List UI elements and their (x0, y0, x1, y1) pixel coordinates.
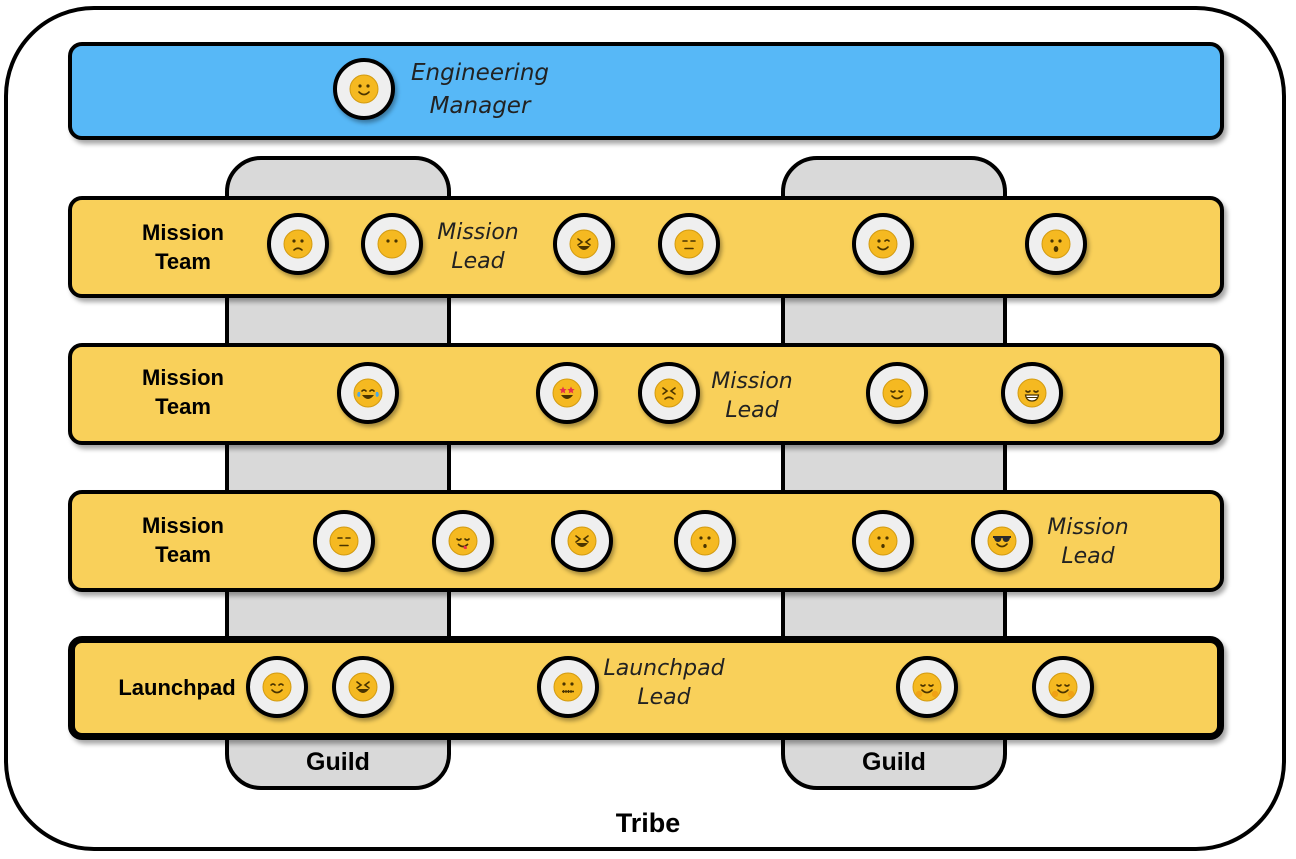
grin-face-icon (1017, 378, 1047, 408)
engineering-manager-band (68, 42, 1224, 140)
launchpad-lead-avatar (537, 656, 599, 718)
worried-face-icon (283, 229, 313, 259)
persevering-face-icon (654, 378, 684, 408)
squinting-face-icon (348, 672, 378, 702)
yum-face-icon (448, 526, 478, 556)
team-member-avatar (852, 213, 914, 275)
team-member-avatar (551, 510, 613, 572)
hugging-face-icon (912, 672, 942, 702)
team-member-avatar (674, 510, 736, 572)
laughing-face-icon (569, 229, 599, 259)
expressionless-face-icon (674, 229, 704, 259)
team-member-avatar (658, 213, 720, 275)
relieved-face-icon (262, 672, 292, 702)
sunglasses-face-icon (987, 526, 1017, 556)
tears-of-joy-face-icon (353, 378, 383, 408)
team-member-avatar (1032, 656, 1094, 718)
team-member-avatar (1025, 213, 1087, 275)
engineering-manager-label: Engineering Manager (411, 60, 549, 119)
team-member-avatar (337, 362, 399, 424)
team-member-avatar (432, 510, 494, 572)
guild-label-left: Guild (306, 748, 370, 776)
surprised-face-icon (1041, 229, 1071, 259)
hushed-face-icon (690, 526, 720, 556)
guild-label-right: Guild (862, 748, 926, 776)
mission-lead-avatar (971, 510, 1033, 572)
rofl-face-icon (567, 526, 597, 556)
smile-face-icon (349, 74, 379, 104)
team-member-avatar (246, 656, 308, 718)
team-member-avatar (536, 362, 598, 424)
star-struck-face-icon (552, 378, 582, 408)
team-member-avatar (553, 213, 615, 275)
team-member-avatar (267, 213, 329, 275)
team-member-avatar (896, 656, 958, 718)
wink-face-icon (868, 229, 898, 259)
team-member-avatar (866, 362, 928, 424)
mission-lead-avatar (361, 213, 423, 275)
engineering-manager-avatar (333, 58, 395, 120)
mission-lead-avatar (638, 362, 700, 424)
team-member-avatar (332, 656, 394, 718)
zipper-mouth-face-icon (553, 672, 583, 702)
no-mouth-face-icon (377, 229, 407, 259)
neutral-face-icon (329, 526, 359, 556)
tribe-label: Tribe (615, 808, 681, 838)
team-member-avatar (313, 510, 375, 572)
hugging-face-icon (1048, 672, 1078, 702)
launchpad-label: Launchpad (118, 675, 236, 700)
team-member-avatar (1001, 362, 1063, 424)
team-member-avatar (852, 510, 914, 572)
shushing-face-icon (868, 526, 898, 556)
smiling-eyes-face-icon (882, 378, 912, 408)
